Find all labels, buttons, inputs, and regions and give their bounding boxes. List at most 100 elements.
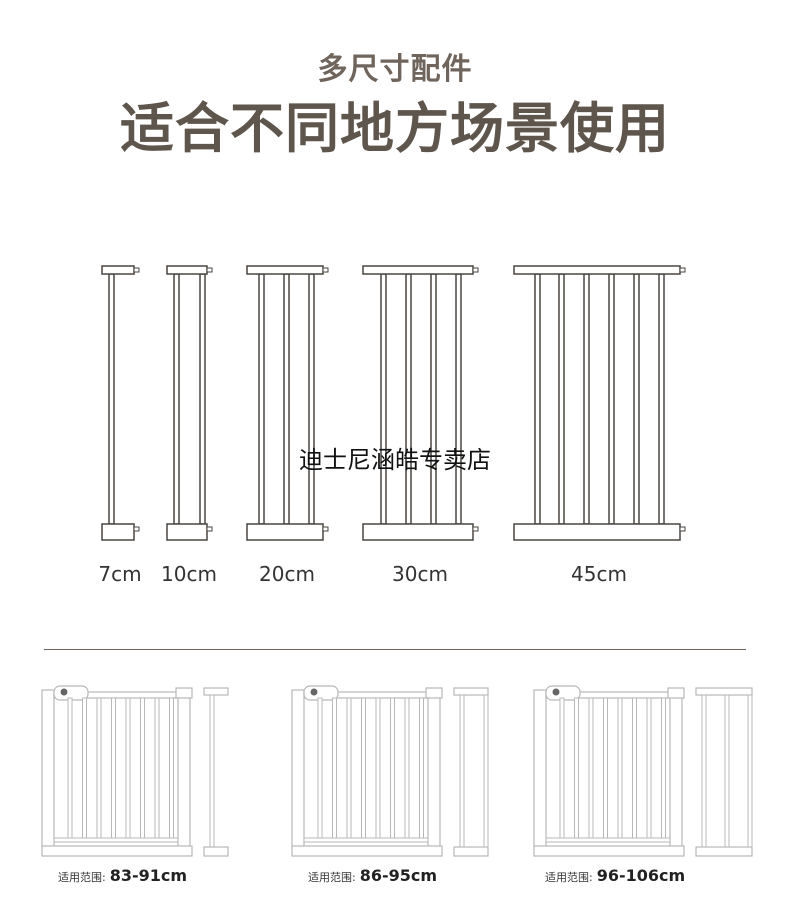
gate-lock-button bbox=[310, 688, 318, 696]
gate-base bbox=[291, 845, 443, 857]
extension-top-pin bbox=[679, 267, 686, 273]
gate-bar bbox=[332, 697, 337, 841]
extension-top-pin bbox=[206, 267, 213, 273]
extension-bottom-pin bbox=[206, 526, 213, 532]
extension-panel-20cm bbox=[246, 265, 329, 541]
range-value: 86-95cm bbox=[359, 866, 438, 885]
range-value: 83-91cm bbox=[109, 866, 188, 885]
gate-extension-bottom bbox=[695, 846, 753, 857]
gate-base bbox=[41, 845, 193, 857]
gate-bar bbox=[404, 697, 410, 841]
extension-bottom-pin bbox=[472, 526, 479, 532]
subtitle: 多尺寸配件 bbox=[317, 52, 473, 87]
range-value: 96-106cm bbox=[596, 866, 686, 885]
gate-extension-bar bbox=[483, 694, 489, 848]
gate-extension-3 bbox=[695, 687, 753, 857]
gate-example-1 bbox=[41, 685, 193, 857]
gate-bar bbox=[661, 697, 666, 841]
gate-range: 适用范围:86-95cm bbox=[308, 866, 437, 885]
gate-bar bbox=[361, 697, 366, 841]
gate-bar bbox=[154, 697, 160, 841]
section-divider bbox=[44, 649, 746, 650]
gate-bar bbox=[559, 697, 565, 841]
range-label: 适用范围: bbox=[58, 871, 106, 884]
gate-bottom-rail bbox=[303, 837, 429, 843]
extension-panel-30cm bbox=[362, 265, 479, 541]
extension-bottom-pin bbox=[322, 526, 329, 532]
gate-extension-bar bbox=[701, 694, 707, 848]
gate-extension-bottom bbox=[203, 846, 229, 857]
gate-bar bbox=[574, 697, 579, 841]
gate-bar bbox=[82, 697, 87, 841]
gate-extension-top bbox=[453, 687, 489, 696]
extension-panel-45cm bbox=[513, 265, 686, 541]
gate-extension-bottom bbox=[453, 846, 489, 857]
page-title: 适合不同地方场景使用 bbox=[120, 97, 670, 160]
gate-bar bbox=[632, 697, 637, 841]
gate-right-post bbox=[669, 691, 683, 849]
gate-bar bbox=[588, 697, 594, 841]
gate-example-3 bbox=[533, 685, 685, 857]
gate-extension-bar bbox=[724, 694, 730, 848]
extension-panel-7cm bbox=[101, 265, 140, 541]
gate-bar bbox=[346, 697, 352, 841]
gate-range: 适用范围:83-91cm bbox=[58, 866, 187, 885]
range-label: 适用范围: bbox=[308, 871, 356, 884]
gate-bottom-rail bbox=[545, 837, 671, 843]
gate-lock-button bbox=[552, 688, 560, 696]
gate-extension-1 bbox=[203, 687, 229, 857]
gate-extension-bar bbox=[747, 694, 753, 848]
gate-lock-button bbox=[60, 688, 68, 696]
extension-top-pin bbox=[133, 267, 140, 273]
gate-bar bbox=[125, 697, 131, 841]
extension-size-label: 30cm bbox=[392, 562, 448, 586]
gate-bar bbox=[390, 697, 395, 841]
extension-top-pin bbox=[472, 267, 479, 273]
gate-example-2 bbox=[291, 685, 443, 857]
gate-bar bbox=[603, 697, 608, 841]
extension-bottom-rail bbox=[101, 523, 135, 541]
gate-bottom-rail bbox=[53, 837, 179, 843]
gate-bar bbox=[67, 697, 73, 841]
extension-panel-10cm bbox=[166, 265, 213, 541]
gate-extension-top bbox=[695, 687, 753, 696]
gate-extension-2 bbox=[453, 687, 489, 857]
gate-bar bbox=[617, 697, 623, 841]
gate-range: 适用范围:96-106cm bbox=[545, 866, 685, 885]
extension-size-label: 10cm bbox=[161, 562, 217, 586]
gate-bar bbox=[140, 697, 145, 841]
extension-size-label: 7cm bbox=[98, 562, 142, 586]
gate-left-post bbox=[291, 689, 305, 849]
gate-bar bbox=[96, 697, 102, 841]
gate-left-post bbox=[41, 689, 55, 849]
gate-right-post bbox=[427, 691, 441, 849]
gate-bar bbox=[419, 697, 424, 841]
gate-bar bbox=[111, 697, 116, 841]
extension-bottom-pin bbox=[133, 526, 140, 532]
gate-right-post bbox=[177, 691, 191, 849]
gate-bar bbox=[169, 697, 174, 841]
extension-bottom-rail bbox=[246, 523, 324, 541]
gate-extension-top bbox=[203, 687, 229, 696]
gate-extension-bar bbox=[459, 694, 465, 848]
extension-size-label: 20cm bbox=[259, 562, 315, 586]
extension-bottom-pin bbox=[679, 526, 686, 532]
extension-bottom-rail bbox=[513, 523, 681, 541]
gate-base bbox=[533, 845, 685, 857]
gate-bar bbox=[317, 697, 323, 841]
extension-bottom-rail bbox=[362, 523, 474, 541]
range-label: 适用范围: bbox=[545, 871, 593, 884]
extension-panels-illustration bbox=[101, 265, 686, 541]
gate-left-post bbox=[533, 689, 547, 849]
gate-extension-bar bbox=[209, 694, 215, 848]
gate-hinge bbox=[667, 687, 685, 699]
extension-bottom-rail bbox=[166, 523, 208, 541]
extension-size-label: 45cm bbox=[571, 562, 627, 586]
extension-top-pin bbox=[322, 267, 329, 273]
gate-hinge bbox=[425, 687, 443, 699]
gate-bar bbox=[375, 697, 381, 841]
gate-hinge bbox=[175, 687, 193, 699]
store-watermark: 迪士尼涵皓专卖店 bbox=[299, 446, 491, 474]
gate-bar bbox=[646, 697, 652, 841]
